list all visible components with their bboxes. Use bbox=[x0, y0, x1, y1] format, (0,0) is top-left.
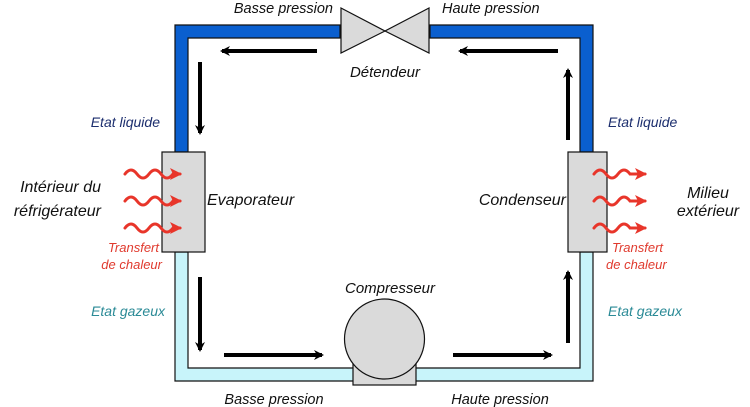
condenser-unit bbox=[567, 151, 608, 253]
bottom-left-pressure-label: Basse pression bbox=[224, 392, 323, 407]
inside-fridge-label-line1: Intérieur du bbox=[20, 179, 101, 196]
outside-label-line1: Milieu bbox=[687, 185, 729, 202]
compressor-label: Compresseur bbox=[345, 280, 436, 297]
heat-arrow-icon bbox=[592, 222, 647, 234]
evaporator-unit bbox=[161, 151, 206, 253]
heat-arrow-icon bbox=[123, 195, 182, 207]
left-gas-state-label: Etat gazeux bbox=[91, 303, 166, 319]
outside-label-line2: extérieur bbox=[677, 203, 740, 220]
left-heat-transfer-label-line2: de chaleur bbox=[101, 257, 162, 272]
right-liquid-state-label: Etat liquide bbox=[608, 114, 677, 130]
condenser-label: Condenseur bbox=[479, 192, 567, 209]
left-heat-transfer-label-line1: Transfert bbox=[108, 240, 160, 255]
right-gas-state-label: Etat gazeux bbox=[608, 303, 683, 319]
top-right-pressure-label: Haute pression bbox=[442, 1, 540, 17]
expansion-valve-label: Détendeur bbox=[350, 64, 421, 81]
heat-arrow-icon bbox=[592, 168, 647, 180]
heat-arrows-condenser bbox=[592, 168, 647, 234]
left-liquid-state-label: Etat liquide bbox=[91, 114, 160, 130]
flow-arrows bbox=[195, 46, 573, 360]
heat-arrow-icon bbox=[123, 222, 182, 234]
heat-arrow-icon bbox=[592, 195, 647, 207]
heat-arrows-evaporator bbox=[123, 168, 182, 234]
inside-fridge-label-line2: réfrigérateur bbox=[14, 203, 102, 220]
bottom-right-pressure-label: Haute pression bbox=[451, 392, 549, 407]
right-heat-transfer-label-line1: Transfert bbox=[612, 240, 664, 255]
right-heat-transfer-label-line2: de chaleur bbox=[606, 257, 667, 272]
expansion-valve-icon bbox=[340, 7, 430, 54]
compressor-icon bbox=[343, 298, 426, 386]
heat-arrow-icon bbox=[123, 168, 182, 180]
liquid-pipe bbox=[174, 24, 594, 153]
top-left-pressure-label: Basse pression bbox=[234, 1, 333, 17]
evaporator-label: Evaporateur bbox=[207, 192, 295, 209]
